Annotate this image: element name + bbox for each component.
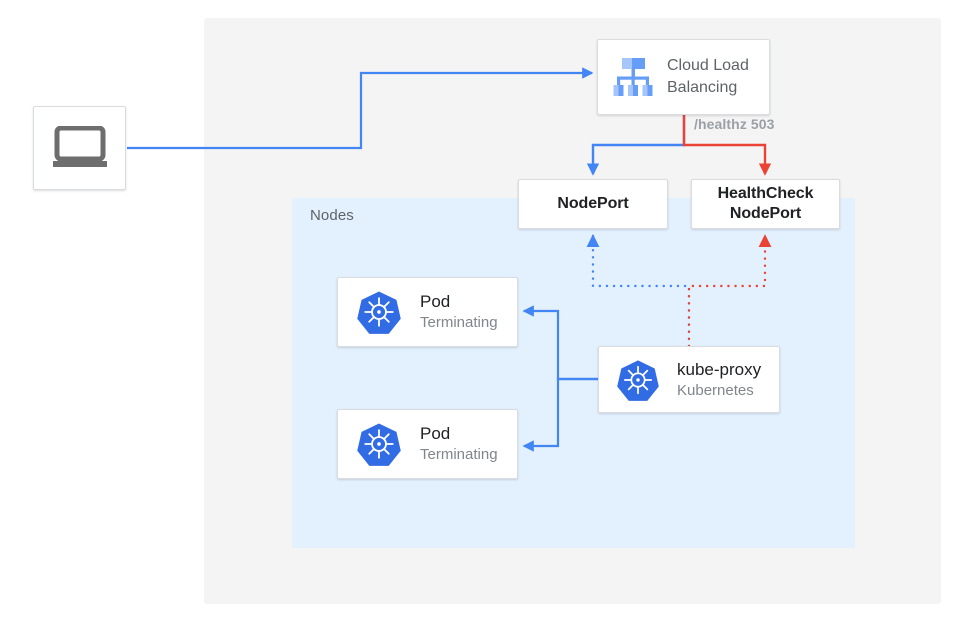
clb-title-line-1: Cloud Load	[667, 57, 749, 74]
kubernetes-icon	[356, 289, 402, 335]
pod-title-1: Pod	[420, 292, 451, 311]
client-node[interactable]	[33, 106, 126, 190]
kubernetes-icon	[356, 421, 402, 467]
healthcheck-label-line-1: HealthCheck	[717, 185, 814, 202]
pod-text-2: Pod Terminating	[420, 423, 498, 465]
cloud-load-balancing-icon	[610, 55, 656, 99]
laptop-icon	[51, 125, 109, 170]
healthcheck-nodeport-node[interactable]: HealthCheck NodePort	[691, 179, 840, 229]
clb-title-line-2: Balancing	[667, 79, 738, 96]
healthcheck-nodeport-label: HealthCheck NodePort	[718, 184, 814, 224]
pod-node-1[interactable]: Pod Terminating	[337, 277, 518, 347]
pod-node-2[interactable]: Pod Terminating	[337, 409, 518, 479]
nodes-group-label: Nodes	[310, 207, 354, 224]
kubernetes-icon	[616, 358, 660, 402]
kube-proxy-text: kube-proxy Kubernetes	[677, 359, 761, 401]
pod-status-1: Terminating	[420, 314, 498, 331]
nodeport-label: NodePort	[557, 195, 629, 212]
pod-text-1: Pod Terminating	[420, 291, 498, 333]
healthcheck-label-line-2: NodePort	[729, 205, 802, 222]
nodeport-node[interactable]: NodePort	[518, 179, 668, 229]
cloud-load-balancing-node[interactable]: Cloud Load Balancing	[597, 39, 770, 115]
pod-status-2: Terminating	[420, 446, 498, 463]
kube-proxy-node[interactable]: kube-proxy Kubernetes	[598, 346, 780, 413]
healthz-edge-label: /healthz 503	[694, 116, 775, 132]
pod-title-2: Pod	[420, 424, 451, 443]
kube-proxy-subtitle: Kubernetes	[677, 381, 754, 399]
cloud-load-balancing-label: Cloud Load Balancing	[667, 55, 749, 99]
kube-proxy-title: kube-proxy	[677, 359, 762, 379]
